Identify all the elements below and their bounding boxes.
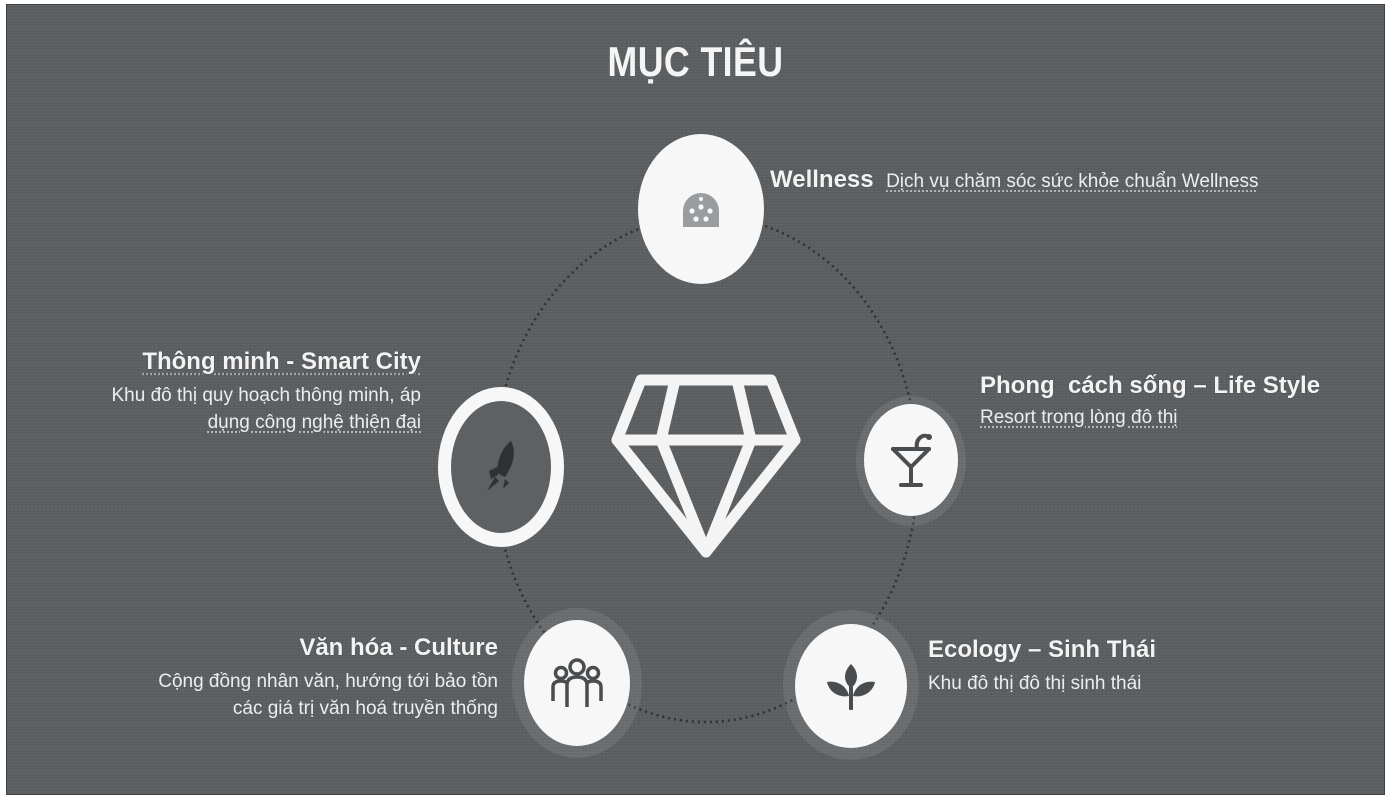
rocket-icon	[487, 441, 514, 491]
culture-label: Văn hóa - Culture Cộng đồng nhân văn, hư…	[18, 634, 498, 722]
culture-heading: Văn hóa - Culture	[299, 634, 498, 661]
culture-node	[524, 620, 630, 746]
culture-description-line1: Cộng đồng nhân văn, hướng tới bảo tồn	[158, 671, 498, 692]
wellness-node	[638, 134, 764, 284]
wellness-heading: Wellness	[770, 166, 874, 193]
ecology-heading: Ecology – Sinh Thái	[928, 636, 1157, 663]
lifestyle-label: Phong cách sống – Life Style Resort tron…	[980, 372, 1320, 431]
ecology-label: Ecology – Sinh Thái Khu đô thị đô thị si…	[928, 636, 1156, 697]
smartcity-node-inner	[451, 401, 551, 533]
smartcity-label: Thông minh - Smart City Khu đô thị quy h…	[6, 348, 421, 436]
cocktail-glass-icon	[891, 433, 932, 487]
people-group-icon	[551, 658, 603, 707]
diamond-icon	[611, 374, 801, 558]
smartcity-description-line1: Khu đô thị quy hoạch thông minh, áp	[111, 385, 421, 406]
smartcity-node	[438, 387, 564, 547]
wellness-label: Wellness Dịch vụ chăm sóc sức khỏe chuẩn…	[770, 166, 1259, 195]
lifestyle-heading: Phong cách sống – Life Style	[980, 372, 1321, 399]
wellness-description: Dịch vụ chăm sóc sức khỏe chuẩn Wellness	[886, 171, 1259, 192]
lifestyle-node	[864, 404, 958, 516]
ecology-node	[795, 624, 907, 748]
ecology-description: Khu đô thị đô thị sinh thái	[928, 673, 1142, 694]
dome-icon	[683, 193, 719, 227]
smartcity-description-line2: dụng công nghệ thiện đại	[207, 412, 421, 433]
page-title: MỤC TIÊU	[607, 38, 784, 85]
slide: MỤC TIÊU Wellness Dịch vụ chăm sóc sức k…	[6, 4, 1385, 795]
culture-description-line2: các giá trị văn hoá truyền thống	[232, 698, 498, 719]
lifestyle-description: Resort trong lòng đô thị	[980, 407, 1178, 428]
leaf-plant-icon	[827, 664, 875, 710]
smartcity-heading: Thông minh - Smart City	[142, 348, 421, 375]
